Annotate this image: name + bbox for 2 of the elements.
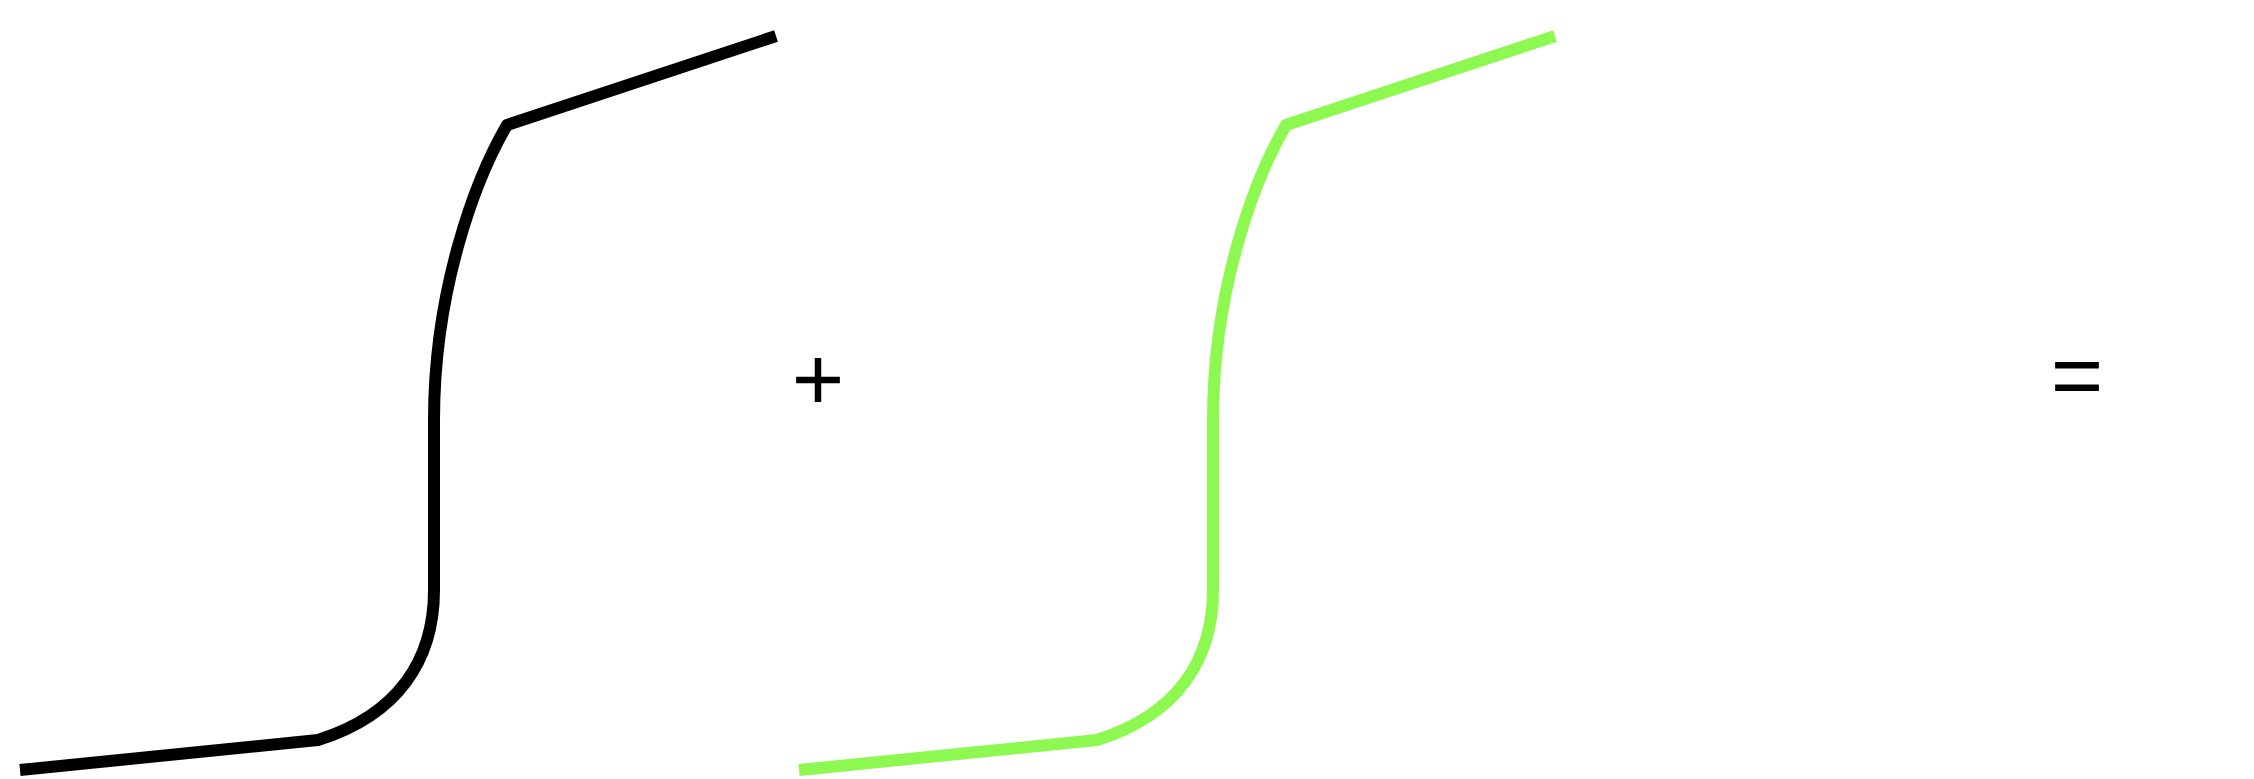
operator-sign: = [2055,361,2099,391]
operator-sign: + [796,358,840,403]
